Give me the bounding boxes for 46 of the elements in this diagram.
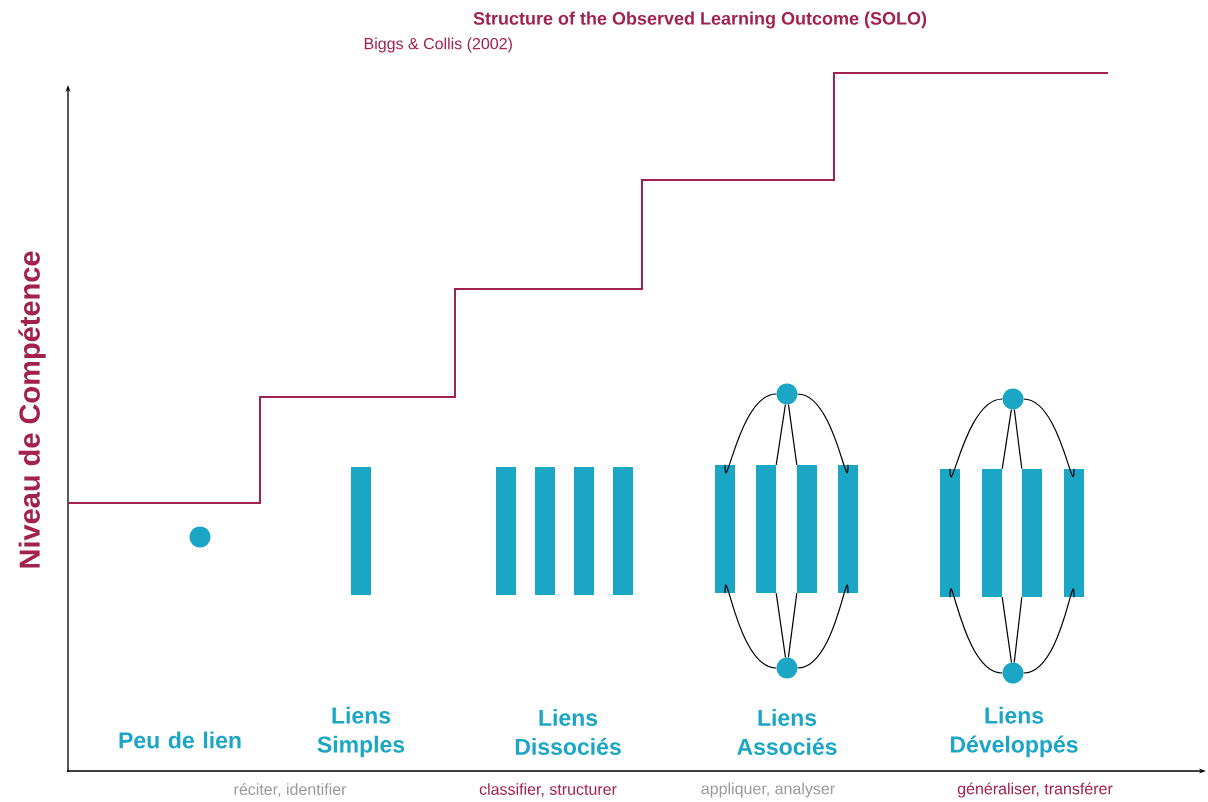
connector-line [949, 398, 1003, 478]
dot [1002, 388, 1024, 410]
dot [776, 657, 798, 679]
connector-line [724, 584, 777, 669]
bar [1022, 469, 1042, 597]
connector-line [1001, 596, 1013, 663]
dot [1002, 662, 1024, 684]
connector-line [775, 403, 786, 466]
connector-line [1001, 408, 1012, 470]
connector-line [1013, 596, 1023, 663]
dot [189, 526, 211, 548]
connector-line [1023, 398, 1075, 478]
bar [715, 465, 735, 593]
connector-line [1023, 588, 1075, 674]
connector-line [797, 584, 849, 669]
verb-label: généraliser, transférer [957, 782, 1113, 798]
connector-line [797, 393, 849, 474]
level-label: Liens Développés [951, 706, 1078, 758]
connector-line [775, 592, 787, 658]
title: Structure of the Observed Learning Outcome (SOLO) [473, 11, 927, 29]
connector-line [787, 404, 798, 466]
axis-label: Niveau de Compétence [18, 251, 46, 568]
verb-label: classifier, structurer [479, 783, 617, 797]
connector-line [1013, 409, 1023, 470]
level-label: Liens Simples [317, 706, 405, 758]
bar [613, 467, 633, 595]
connector-line [949, 588, 1003, 674]
dot [776, 383, 798, 405]
bar [797, 465, 817, 593]
level-label: Peu de lien [119, 731, 241, 749]
connector-line [787, 592, 798, 658]
verb-label: réciter, identifier [234, 783, 347, 797]
bar [1064, 469, 1084, 597]
level-label: Liens Associés [737, 709, 837, 755]
bar [574, 467, 594, 595]
bar [838, 465, 858, 593]
bar [940, 469, 960, 597]
citation: Biggs & Collis (2002) [364, 37, 512, 53]
bar [496, 467, 516, 595]
level-label: Liens Dissociés [515, 709, 621, 755]
bar [535, 467, 555, 595]
bar [351, 467, 371, 595]
verb-label: appliquer, analyser [701, 782, 835, 798]
bar [982, 469, 1002, 597]
bar [756, 465, 776, 593]
connector-line [724, 393, 777, 474]
